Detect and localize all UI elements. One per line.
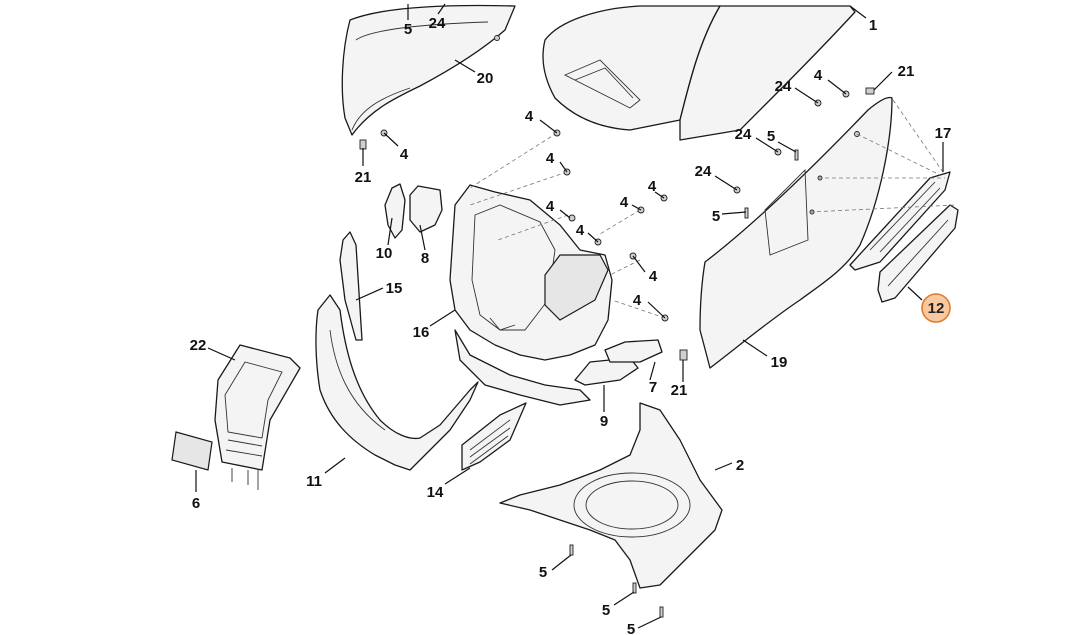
callout-12: 12: [928, 300, 945, 317]
callout-4j: 4: [814, 67, 823, 84]
callout-4e: 4: [576, 222, 585, 239]
callout-20: 20: [477, 70, 494, 87]
callout-5c: 5: [712, 208, 720, 225]
callout-5e: 5: [602, 602, 610, 619]
callout-4b: 4: [525, 108, 534, 125]
part-20-hood-panel: [341, 4, 516, 136]
part-6-emblem: [171, 431, 213, 471]
highlighted-callout-12[interactable]: 12: [921, 293, 951, 323]
callout-16: 16: [413, 324, 430, 341]
part-16-front-frame: [449, 184, 613, 406]
callout-14: 14: [427, 484, 444, 501]
callout-24a: 24: [429, 15, 446, 32]
callout-8: 8: [421, 250, 429, 267]
callout-5b: 5: [767, 128, 775, 145]
callout-15: 15: [386, 280, 403, 297]
part-9-side-light: [574, 357, 639, 386]
part-12-side-grille: [877, 204, 959, 303]
callout-11: 11: [306, 473, 322, 490]
callout-7: 7: [649, 379, 657, 396]
callout-6: 6: [192, 495, 200, 512]
callout-2: 2: [736, 457, 744, 474]
part-10-lens: [384, 183, 406, 239]
callout-24d: 24: [695, 163, 712, 180]
part-7-side-light-cover: [604, 339, 663, 363]
callout-21c: 21: [671, 382, 688, 399]
callout-9: 9: [600, 413, 608, 430]
callout-19: 19: [771, 354, 788, 371]
part-2-lower-frame: [499, 402, 723, 589]
assembly-lines: [469, 99, 956, 319]
callout-10: 10: [376, 245, 393, 262]
callout-4f: 4: [620, 194, 629, 211]
callout-24c: 24: [735, 126, 752, 143]
callout-4d: 4: [546, 198, 555, 215]
callout-5a: 5: [404, 21, 412, 38]
part-8-lens-cover: [409, 185, 443, 233]
part-22-front-grille: [214, 344, 301, 490]
callout-4g: 4: [648, 178, 657, 195]
highlight-circle: [921, 293, 951, 323]
fasteners: [359, 87, 875, 618]
callout-21a: 21: [355, 169, 372, 186]
part-1-engine-hood: [542, 5, 856, 141]
callout-5d: 5: [539, 564, 547, 581]
callout-4h: 4: [649, 268, 658, 285]
callout-5f: 5: [627, 621, 635, 635]
part-19-side-panel: [699, 96, 893, 369]
callout-21b: 21: [898, 63, 915, 80]
part-15-trim-strip: [339, 231, 363, 341]
callout-17: 17: [935, 125, 952, 142]
part-11-front-bumper: [315, 294, 479, 471]
callout-4c: 4: [546, 150, 555, 167]
callout-4i: 4: [633, 292, 642, 309]
part-14-lower-grille: [461, 402, 527, 471]
callout-4a: 4: [400, 146, 409, 163]
callout-24b: 24: [775, 78, 792, 95]
callout-1: 1: [869, 17, 877, 34]
callout-labels: 1 2 4 4 4 4 4 4 4 4 4 4 5 5 5 5 5 5 6 7 …: [190, 15, 952, 635]
leader-lines: [195, 3, 944, 629]
callout-22: 22: [190, 337, 207, 354]
